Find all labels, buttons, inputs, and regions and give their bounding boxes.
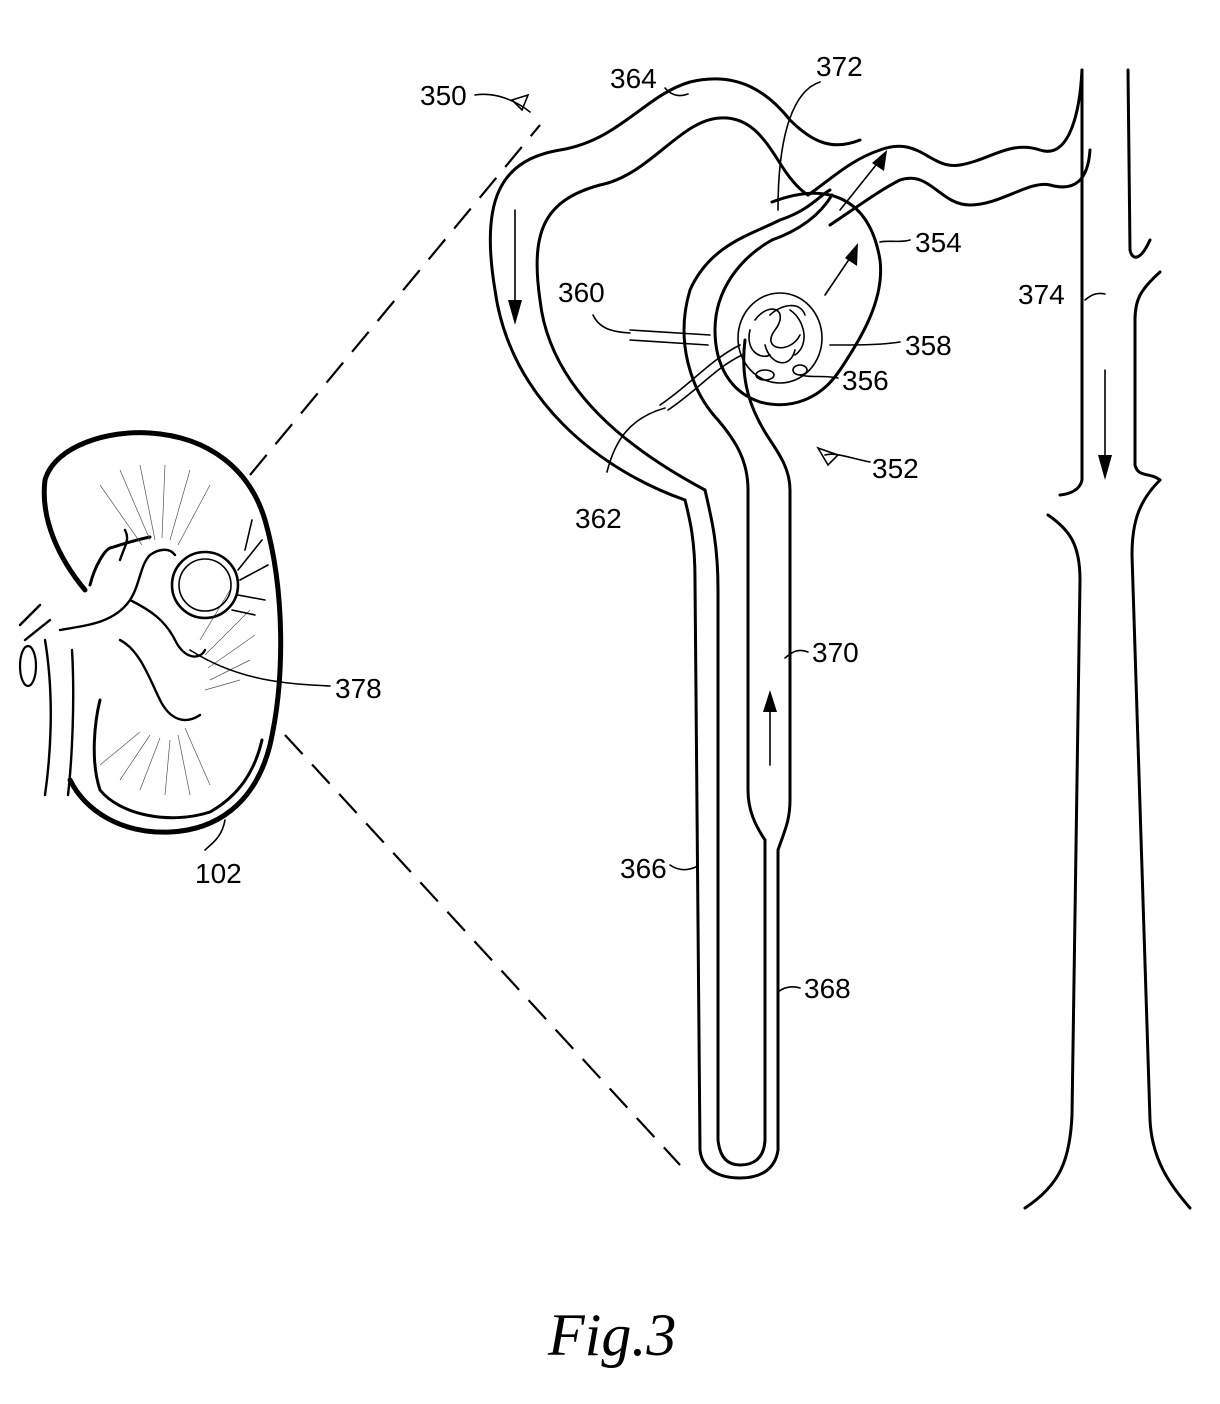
loop-of-henle-inner-wall — [703, 488, 767, 1167]
renal-vessels — [18, 603, 75, 797]
leader-350-arrowhead — [510, 93, 530, 112]
label-354: 354 — [915, 227, 962, 258]
afferent-arteriole — [629, 329, 711, 346]
distal-tubule-upper-wall — [806, 68, 1084, 197]
label-364: 364 — [610, 63, 657, 94]
collecting-duct-right-wall-upper — [1126, 68, 1162, 482]
label-378: 378 — [335, 673, 382, 704]
collecting-duct — [1023, 68, 1192, 1210]
label-102: 102 — [195, 858, 242, 889]
leader-352-arrowhead — [816, 446, 840, 467]
nephron — [488, 68, 1092, 1180]
kidney-outer-capsule — [41, 430, 284, 835]
leader-362 — [606, 407, 666, 473]
figure-caption: Fig.3 — [547, 1302, 676, 1368]
kidney-inner-outline — [88, 535, 264, 820]
reference-labels: 350 364 372 354 360 358 356 352 362 374 … — [195, 51, 1065, 1004]
leader-lines — [189, 81, 1106, 993]
label-360: 360 — [558, 277, 605, 308]
magnified-region-inner-circle — [178, 558, 232, 612]
label-366: 366 — [620, 853, 667, 884]
macula-densa — [770, 193, 834, 242]
loop-of-henle-outer-wall — [683, 498, 780, 1180]
ascending-limb-outer-wall — [742, 338, 792, 852]
label-368: 368 — [804, 973, 851, 1004]
leader-102 — [204, 819, 226, 851]
leader-370 — [784, 649, 809, 659]
label-370: 370 — [812, 637, 859, 668]
leader-372 — [777, 81, 821, 211]
proximal-tubule-outer-wall — [488, 77, 862, 502]
leader-368 — [777, 985, 801, 993]
bowmans-capsule — [713, 191, 883, 407]
vessel-cross-section — [18, 644, 38, 688]
label-352: 352 — [872, 453, 919, 484]
projection-line-lower — [284, 734, 681, 1166]
renal-calyces — [58, 528, 207, 722]
flow-arrow-descending — [508, 209, 522, 325]
leader-354 — [879, 239, 911, 243]
kidney-cross-section — [18, 430, 284, 835]
leader-378 — [189, 649, 331, 687]
leader-356 — [799, 374, 839, 379]
leader-360 — [592, 314, 631, 334]
label-372: 372 — [816, 51, 863, 82]
leader-358 — [829, 341, 901, 346]
flow-arrow-collecting-duct — [1098, 369, 1112, 480]
efferent-arteriole — [659, 344, 743, 411]
collecting-duct-left-wall-upper — [1058, 68, 1084, 497]
label-350: 350 — [420, 80, 467, 111]
projection-line-upper — [249, 124, 541, 476]
leader-350 — [474, 93, 531, 113]
magnified-region-circle — [170, 550, 240, 620]
flow-arrow-ascending-limb — [763, 690, 777, 766]
leader-352 — [824, 453, 871, 463]
distal-tubule-lower-wall — [828, 148, 1092, 227]
label-358: 358 — [905, 330, 952, 361]
ascending-limb-inner-wall — [682, 188, 832, 842]
label-374: 374 — [1018, 279, 1065, 310]
collecting-duct-right-wall-lower — [1130, 478, 1192, 1210]
label-356: 356 — [842, 365, 889, 396]
flow-arrow-distal — [824, 243, 858, 296]
medulla-pyramids — [99, 464, 256, 796]
collecting-duct-left-wall-lower — [1023, 513, 1082, 1210]
proximal-tubule-inner-wall — [535, 116, 810, 492]
vessel-branches — [231, 519, 269, 616]
leader-374 — [1084, 292, 1106, 301]
leader-366 — [669, 864, 699, 871]
leader-364 — [664, 87, 689, 97]
label-362: 362 — [575, 503, 622, 534]
glomerulus — [737, 292, 823, 384]
flow-arrow-distal-upper — [839, 150, 887, 211]
